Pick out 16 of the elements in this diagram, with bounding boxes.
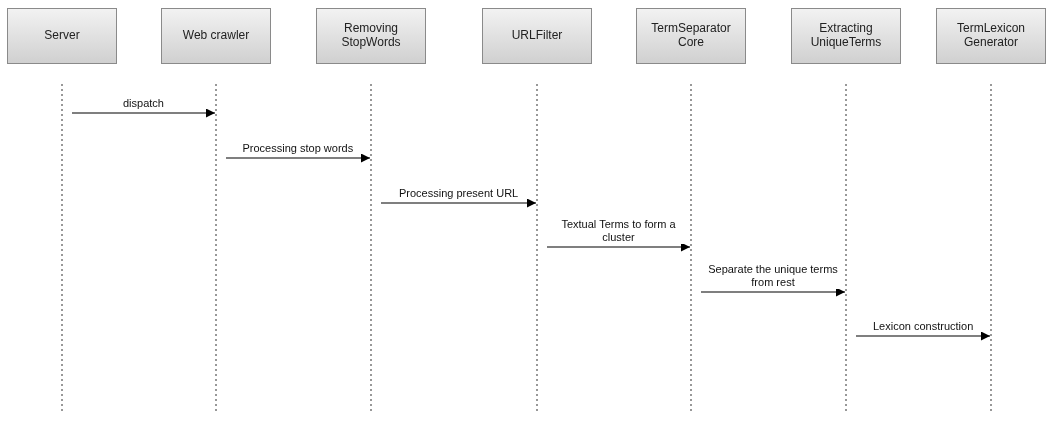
participant-box: Web crawler <box>161 8 271 64</box>
message-arrow <box>71 108 216 118</box>
edge-label: Processing stop words <box>241 142 355 156</box>
participant-box: URLFilter <box>482 8 592 64</box>
edge-label: dispatch <box>122 97 165 111</box>
message-arrow <box>225 153 371 163</box>
participant-box: Removing StopWords <box>316 8 426 64</box>
message-arrow <box>855 331 991 341</box>
message-arrow <box>380 198 537 208</box>
edge-label: Processing present URL <box>398 187 520 201</box>
participant-box: Server <box>7 8 117 64</box>
message-arrow <box>700 287 846 297</box>
participant-box: TermLexicon Generator <box>936 8 1046 64</box>
participant-box: TermSeparator Core <box>636 8 746 64</box>
message-arrow <box>546 242 691 252</box>
participant-box: Extracting UniqueTerms <box>791 8 901 64</box>
